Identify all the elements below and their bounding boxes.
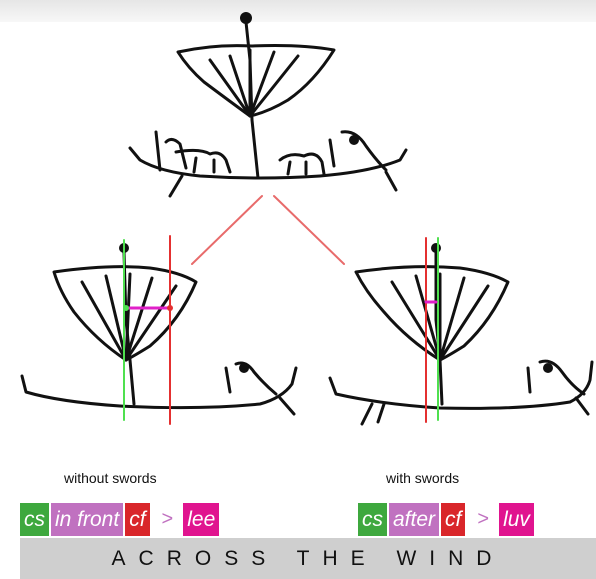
sail-rib: [438, 276, 466, 362]
sail-rib: [248, 50, 276, 118]
cs-chip: cs: [358, 503, 387, 536]
sail-rib: [208, 58, 252, 118]
sword-strokes: [360, 402, 386, 426]
boat-left: [20, 235, 298, 425]
sail-left: [52, 265, 198, 362]
sail-rib: [390, 280, 442, 362]
hull-left: [20, 366, 298, 410]
sail-rib: [228, 54, 252, 118]
sail-right: [354, 265, 510, 362]
formula-without-swords: cs in front cf > lee: [20, 503, 221, 536]
boat-right: [328, 237, 594, 426]
bird-head: [349, 135, 359, 145]
greater-than-sign: >: [467, 503, 500, 536]
relation-chip: after: [389, 503, 440, 536]
boat-sketch-diagram: [20, 12, 594, 426]
cf-chip: cf: [125, 503, 150, 536]
hull-stroke: [168, 174, 184, 198]
top-band: [0, 0, 596, 22]
bird-left-head: [239, 363, 249, 373]
connector-left: [191, 195, 263, 265]
sail-rib: [80, 280, 128, 362]
result-chip: luv: [499, 503, 534, 536]
sail-rib: [248, 54, 300, 118]
hull-stroke: [384, 170, 398, 192]
bird-right: [328, 130, 388, 172]
bird-right-head: [543, 363, 553, 373]
animal-left: [154, 130, 232, 174]
relation-chip: in front: [51, 503, 124, 536]
sail-top: [176, 44, 336, 118]
sail-rib: [438, 284, 490, 362]
connector-right: [273, 195, 345, 265]
cf-chip: cf: [441, 503, 466, 536]
cs-chip: cs: [20, 503, 49, 536]
hull-stroke: [574, 396, 590, 416]
hull-top: [128, 146, 408, 180]
animal-right: [278, 152, 326, 176]
sail-rib: [124, 284, 178, 362]
hull-stroke: [278, 396, 296, 416]
caption-without-swords: without swords: [64, 470, 157, 486]
boat-top: [128, 12, 408, 198]
mast-top-knob: [240, 12, 252, 24]
across-the-wind-banner: ACROSS THE WIND: [20, 538, 596, 579]
sail-rib: [414, 274, 442, 362]
bird-right-boat: [526, 359, 586, 396]
sail-rib: [104, 274, 128, 362]
sail-rib: [124, 272, 132, 362]
formula-with-swords: cs after cf > luv: [358, 503, 536, 536]
caption-with-swords: with swords: [386, 470, 460, 486]
bird-left: [224, 361, 278, 396]
sail-rib: [124, 276, 154, 362]
result-chip: lee: [183, 503, 220, 536]
greater-than-sign: >: [151, 503, 184, 536]
